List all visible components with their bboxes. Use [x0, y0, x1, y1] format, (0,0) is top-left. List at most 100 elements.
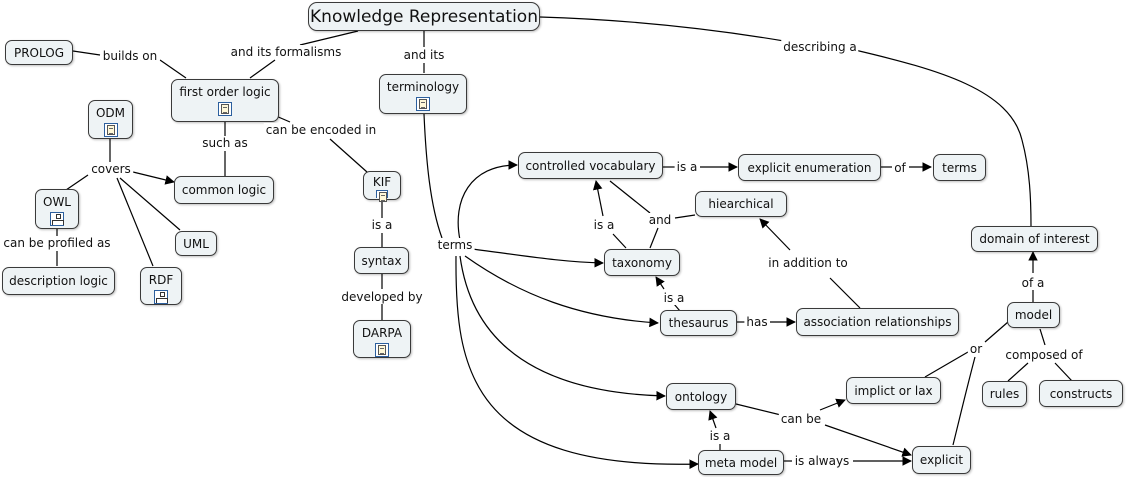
node-label: Knowledge Representation	[310, 6, 538, 27]
node-label: RDF	[148, 273, 174, 287]
node-uml[interactable]: UML	[175, 231, 217, 256]
edge-isa-taxonomy	[655, 276, 665, 290]
edge-prolog-buildson	[72, 50, 101, 56]
link-label-describing-a: describing a	[781, 40, 859, 54]
edge-inaddition-hier	[759, 218, 791, 251]
node-common-logic[interactable]: common logic	[174, 176, 274, 204]
edge-thesaurus-isa	[673, 303, 681, 312]
edge-or-explicit	[952, 356, 976, 446]
edge-kr-formalisms	[299, 30, 359, 46]
node-rules[interactable]: rules	[982, 381, 1027, 407]
edge-composed-constructs	[1054, 362, 1073, 382]
node-model[interactable]: model	[1007, 302, 1060, 328]
node-syntax[interactable]: syntax	[354, 247, 409, 274]
node-domain-of-interest[interactable]: domain of interest	[971, 226, 1098, 252]
node-label: ODM	[95, 106, 126, 120]
node-label: DARPA	[361, 326, 403, 340]
node-description-logic[interactable]: description logic	[2, 267, 115, 295]
node-label: terms	[942, 160, 977, 175]
node-explicit-enumeration[interactable]: explicit enumeration	[738, 154, 881, 181]
link-label-can-be-profiled-as: can be profiled as	[1, 236, 113, 250]
node-thesaurus[interactable]: thesaurus	[660, 310, 737, 336]
node-knowledge-representation[interactable]: Knowledge Representation	[308, 2, 540, 31]
link-label-composed-of: composed of	[1003, 348, 1085, 362]
edge-and-hier	[674, 214, 696, 219]
node-explicit[interactable]: explicit	[912, 446, 971, 474]
node-controlled-vocabulary[interactable]: controlled vocabulary	[518, 152, 663, 179]
link-label-developed-by: developed by	[339, 290, 425, 304]
node-label: first order logic	[179, 85, 271, 99]
edge-taxonomy-and	[649, 227, 659, 249]
link-label-builds-on: builds on	[100, 49, 160, 63]
edge-terms-ontology	[459, 255, 666, 401]
link-label-in-addition-to: in addition to	[766, 256, 850, 270]
node-label: explicit	[919, 453, 964, 467]
node-label: implict or lax	[854, 383, 933, 398]
edge-ontology-canbe	[735, 403, 786, 417]
edge-model-or	[984, 321, 1009, 343]
document-icon[interactable]	[416, 97, 430, 111]
node-association-relationships[interactable]: association relationships	[796, 308, 959, 336]
node-label: domain of interest	[979, 232, 1090, 246]
node-label: meta model	[704, 455, 778, 470]
link-label-and-its-formalisms: and its formalisms	[228, 45, 344, 59]
edge-buildson-fol	[159, 59, 187, 79]
link-label-covers: covers	[89, 162, 133, 176]
node-terms[interactable]: terms	[933, 154, 986, 181]
node-darpa[interactable]: DARPA	[353, 320, 411, 358]
link-label-is-a-cv: is a	[674, 160, 700, 174]
node-first-order-logic[interactable]: first order logic	[171, 79, 279, 122]
edge-covers-owl	[65, 174, 89, 191]
document-icon[interactable]	[376, 190, 388, 202]
node-odm[interactable]: ODM	[88, 100, 133, 139]
link-label-has: has	[744, 315, 770, 329]
node-label: constructs	[1049, 386, 1113, 401]
edge-covers-rdf	[116, 177, 154, 267]
edge-kr-describing	[539, 16, 791, 43]
node-meta-model[interactable]: meta model	[698, 450, 784, 475]
node-taxonomy[interactable]: taxonomy	[604, 249, 680, 276]
document-icon[interactable]	[218, 102, 232, 116]
node-implict-or-lax[interactable]: implict or lax	[846, 377, 941, 404]
edge-terms-taxonomy	[471, 248, 604, 268]
node-label: UML	[183, 236, 209, 251]
link-label-terms: terms	[435, 238, 475, 252]
link-label-is-always: is always	[792, 454, 852, 468]
node-label: terminology	[386, 80, 460, 94]
edge-or-implicit	[924, 351, 969, 378]
node-terminology[interactable]: terminology	[379, 74, 467, 114]
link-label-and-its: and its	[401, 48, 447, 62]
edge-composed-rules	[1007, 362, 1029, 382]
node-hiearchical[interactable]: hiearchical	[695, 191, 787, 217]
node-label: hiearchical	[708, 197, 774, 211]
edge-assoc-inaddition	[829, 277, 861, 309]
node-label: syntax	[361, 253, 402, 268]
node-owl[interactable]: OWL	[35, 189, 79, 229]
node-ontology[interactable]: ontology	[666, 383, 736, 410]
node-label: taxonomy	[612, 255, 672, 270]
concept-map-icon[interactable]	[50, 212, 64, 226]
node-label: controlled vocabulary	[525, 158, 656, 173]
document-icon[interactable]	[375, 343, 389, 357]
node-rdf[interactable]: RDF	[140, 267, 182, 305]
node-kif[interactable]: KIF	[363, 171, 401, 202]
edge-canbe-explicit	[824, 424, 912, 457]
edge-isa-ontology	[708, 410, 718, 429]
link-label-such-as: such as	[200, 136, 250, 150]
edge-covers-commonlogic	[132, 171, 175, 185]
node-label: thesaurus	[668, 316, 729, 330]
edge-model-composed	[1039, 328, 1046, 346]
node-label: description logic	[9, 274, 108, 288]
concept-map-icon[interactable]	[154, 290, 168, 304]
link-label-is-a-kif: is a	[369, 218, 395, 232]
node-label: OWL	[43, 195, 71, 209]
node-prolog[interactable]: PROLOG	[5, 40, 73, 65]
link-label-can-be-encoded-in: can be encoded in	[263, 123, 379, 137]
link-label-can-be: can be	[778, 412, 824, 426]
document-icon[interactable]	[103, 123, 118, 137]
edge-covers-uml	[119, 177, 181, 231]
edge-taxonomy-isa	[612, 233, 627, 249]
node-constructs[interactable]: constructs	[1039, 380, 1123, 407]
link-label-is-a-meta: is a	[707, 429, 733, 443]
